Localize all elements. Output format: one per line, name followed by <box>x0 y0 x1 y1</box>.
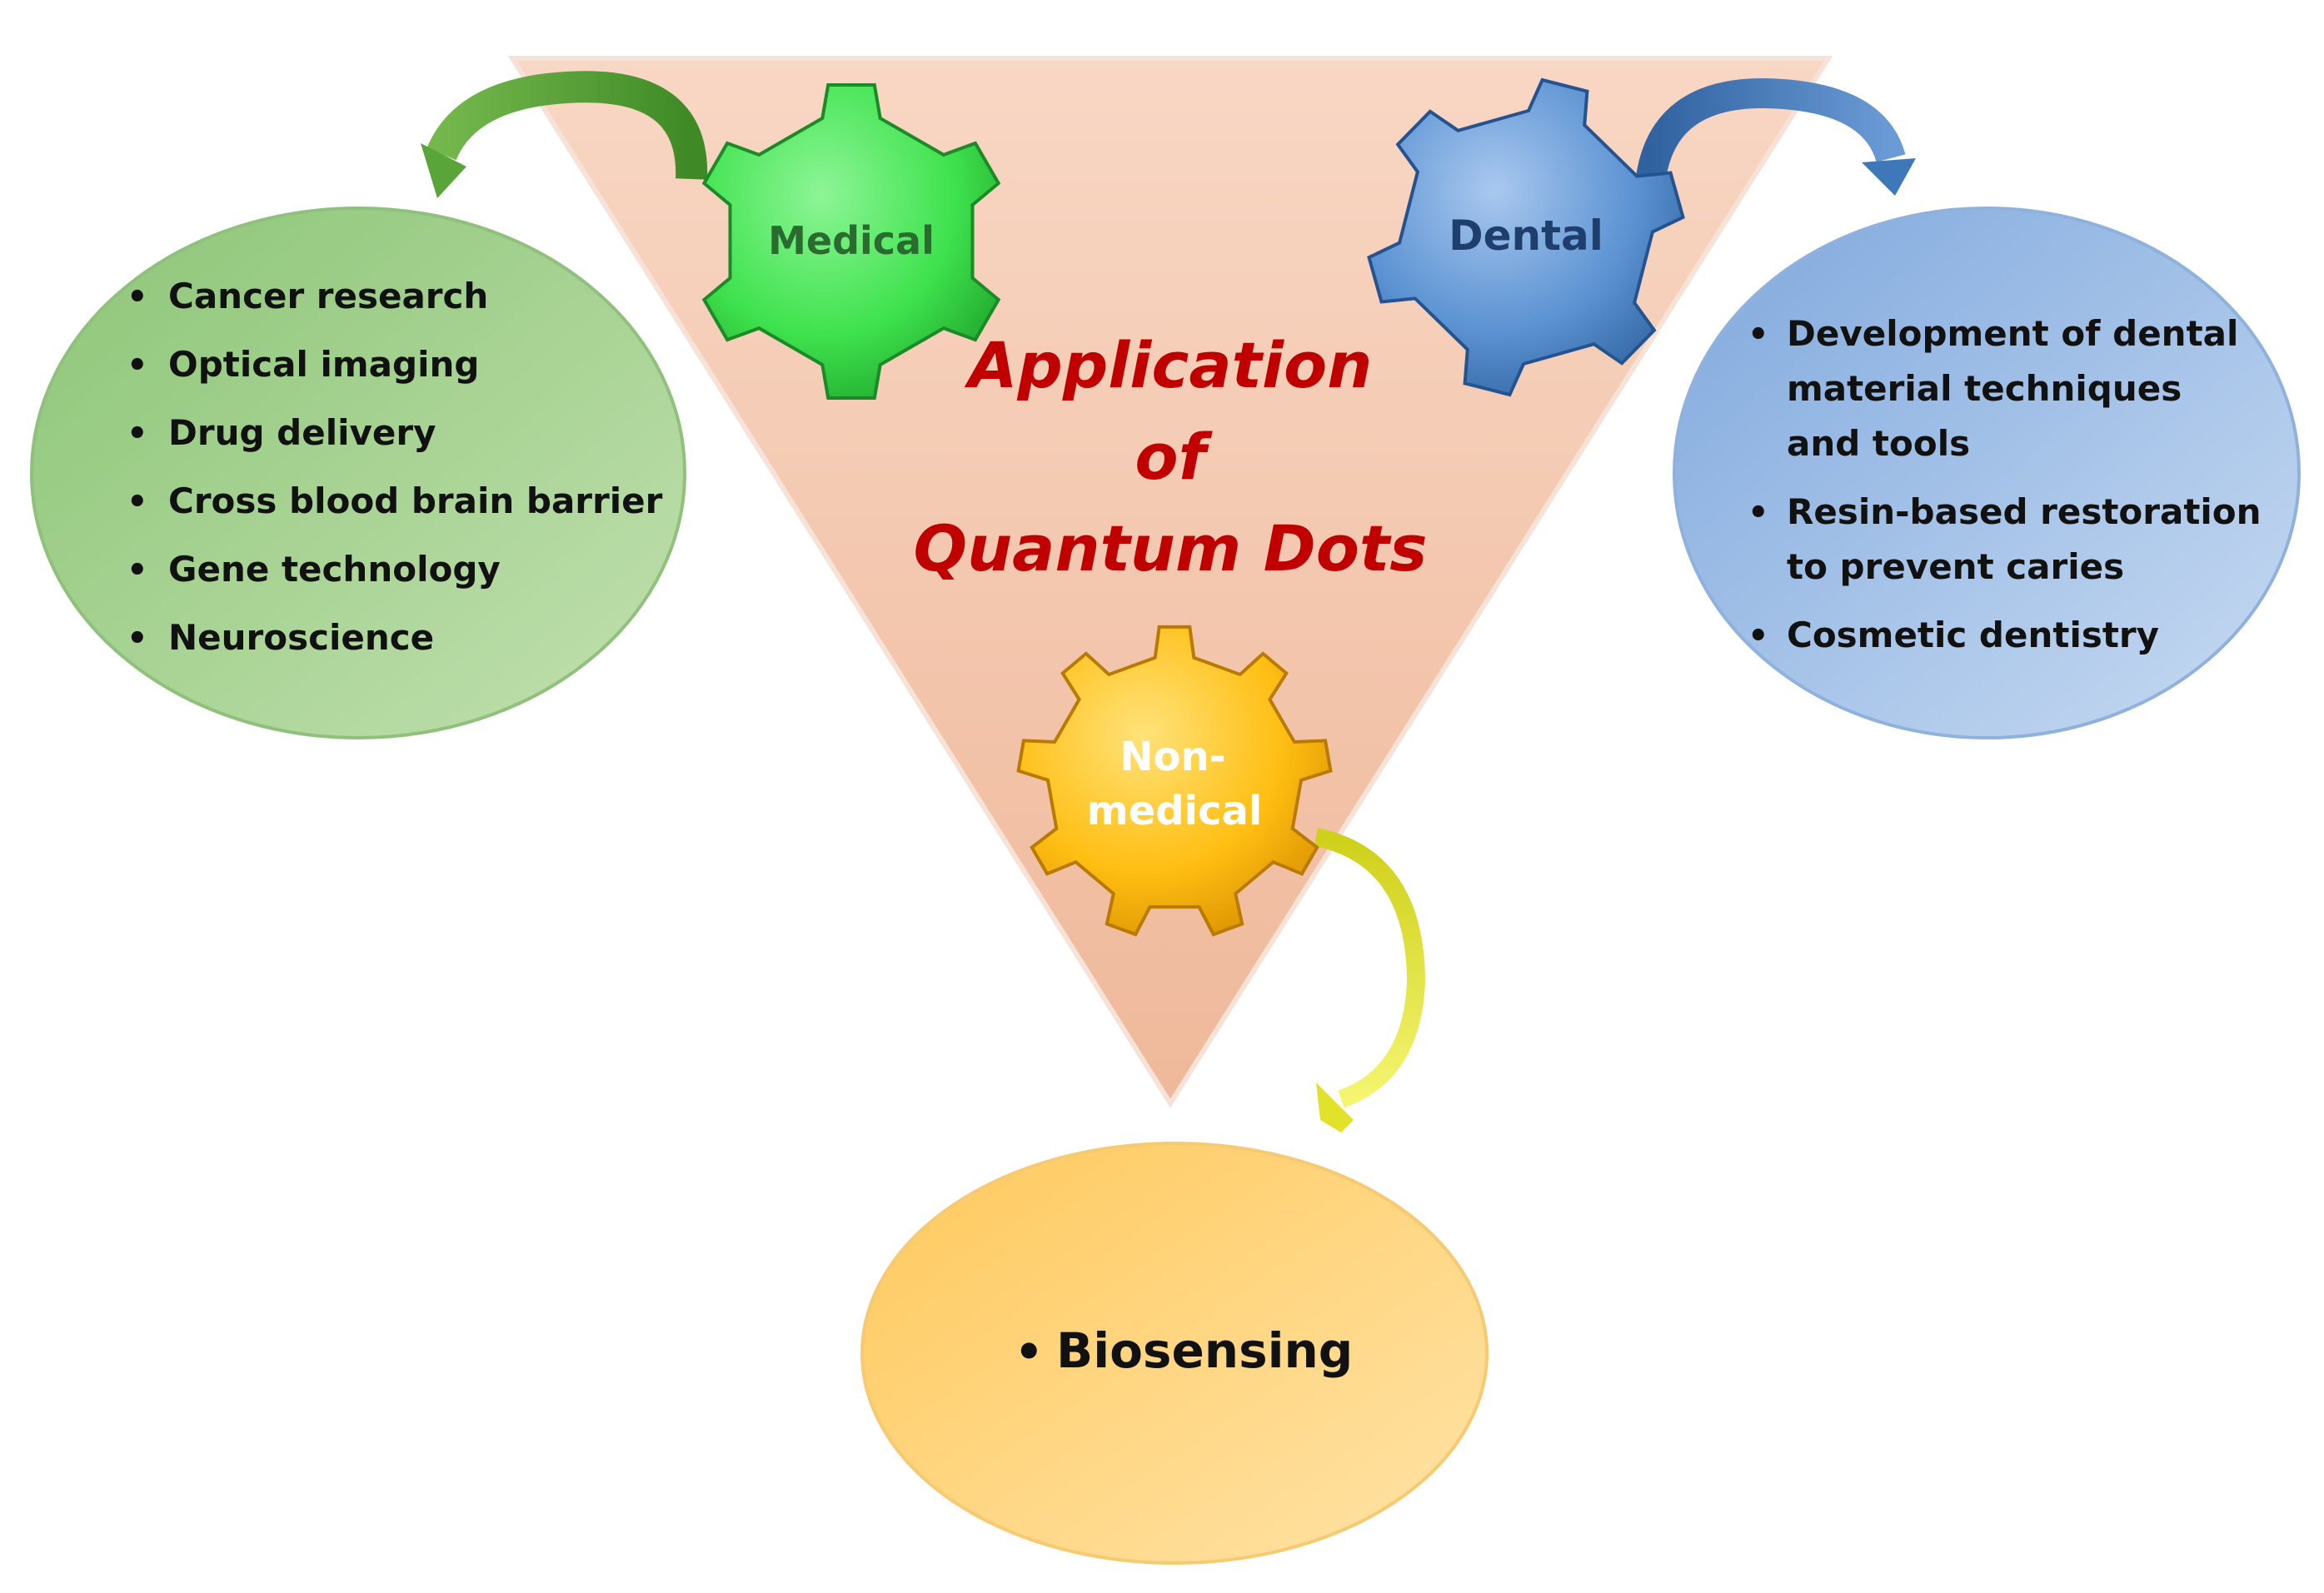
dental-gear-icon <box>1367 77 1685 397</box>
medical-item-5-bullet-icon: • <box>127 620 148 658</box>
medical-item-2: Drug delivery <box>168 412 436 453</box>
medical-gear: Medical <box>701 83 1001 400</box>
nonmedical-applications-box: •Biosensing <box>860 1142 1489 1565</box>
nonmedical-gear-label-line2: medical <box>1087 788 1263 834</box>
dental-gear: Dental <box>1367 77 1685 397</box>
title-line-1: Application <box>965 328 1373 402</box>
dental-item-2-line-0: Cosmetic dentistry <box>1787 615 2159 655</box>
medical-bullet-list: • Cancer research • Optical imaging • Drug de… <box>127 276 663 658</box>
dental-item-0-bullet-icon: • <box>1748 316 1769 354</box>
dental-gear-label: Dental <box>1449 212 1603 260</box>
medical-box-shape <box>30 207 686 739</box>
dental-item-0-line-1: material techniques <box>1787 368 2182 409</box>
dental-item-0-line-2: and tools <box>1787 423 1970 464</box>
nonmedical-gear-label-line1: Non- <box>1120 734 1225 780</box>
medical-item-3: Cross blood brain barrier <box>168 480 663 521</box>
medical-item-1-bullet-icon: • <box>127 346 148 385</box>
dental-arrow <box>1634 77 1916 197</box>
dental-item-1-bullet-icon: • <box>1748 494 1769 532</box>
nonmedical-gear: Non- medical <box>1016 625 1333 937</box>
nonmedical-item-0-bullet-icon: • <box>1015 1326 1044 1378</box>
diagram-title: Application of Quantum Dots <box>913 328 1427 585</box>
medical-item-0-bullet-icon: • <box>127 278 148 316</box>
nonmedical-box-shape <box>860 1142 1489 1565</box>
dental-item-0-line-0: Development of dental <box>1787 313 2238 354</box>
dental-bullet-list: • Development of dental material technique… <box>1748 313 2262 655</box>
dental-applications-box: • Development of dental material technique… <box>1673 207 2301 739</box>
dental-item-1-line-1: to prevent caries <box>1787 546 2124 587</box>
medical-gear-label: Medical <box>768 218 935 263</box>
medical-item-3-bullet-icon: • <box>127 483 148 521</box>
medical-applications-box: • Cancer research • Optical imaging • Drug de… <box>30 207 686 739</box>
dental-item-2-bullet-icon: • <box>1748 617 1769 655</box>
medical-gear-icon <box>701 83 1001 400</box>
medical-item-0: Cancer research <box>168 276 488 316</box>
medical-item-4: Gene technology <box>168 549 501 590</box>
nonmedical-item-0: Biosensing <box>1056 1322 1353 1379</box>
nonmedical-gear-icon <box>1016 625 1333 937</box>
dental-item-1-line-0: Resin-based restoration <box>1787 491 2262 532</box>
medical-arrow <box>421 71 708 198</box>
dental-box-shape <box>1673 207 2301 739</box>
medical-item-5: Neuroscience <box>168 617 434 658</box>
medical-item-2-bullet-icon: • <box>127 415 148 453</box>
title-line-2: of <box>1135 420 1213 494</box>
medical-item-4-bullet-icon: • <box>127 551 148 590</box>
medical-item-1: Optical imaging <box>168 344 479 385</box>
nonmedical-bullet-list: •Biosensing <box>1015 1322 1353 1379</box>
nonmedical-arrow <box>1314 828 1426 1133</box>
title-line-3: Quantum Dots <box>913 511 1427 585</box>
